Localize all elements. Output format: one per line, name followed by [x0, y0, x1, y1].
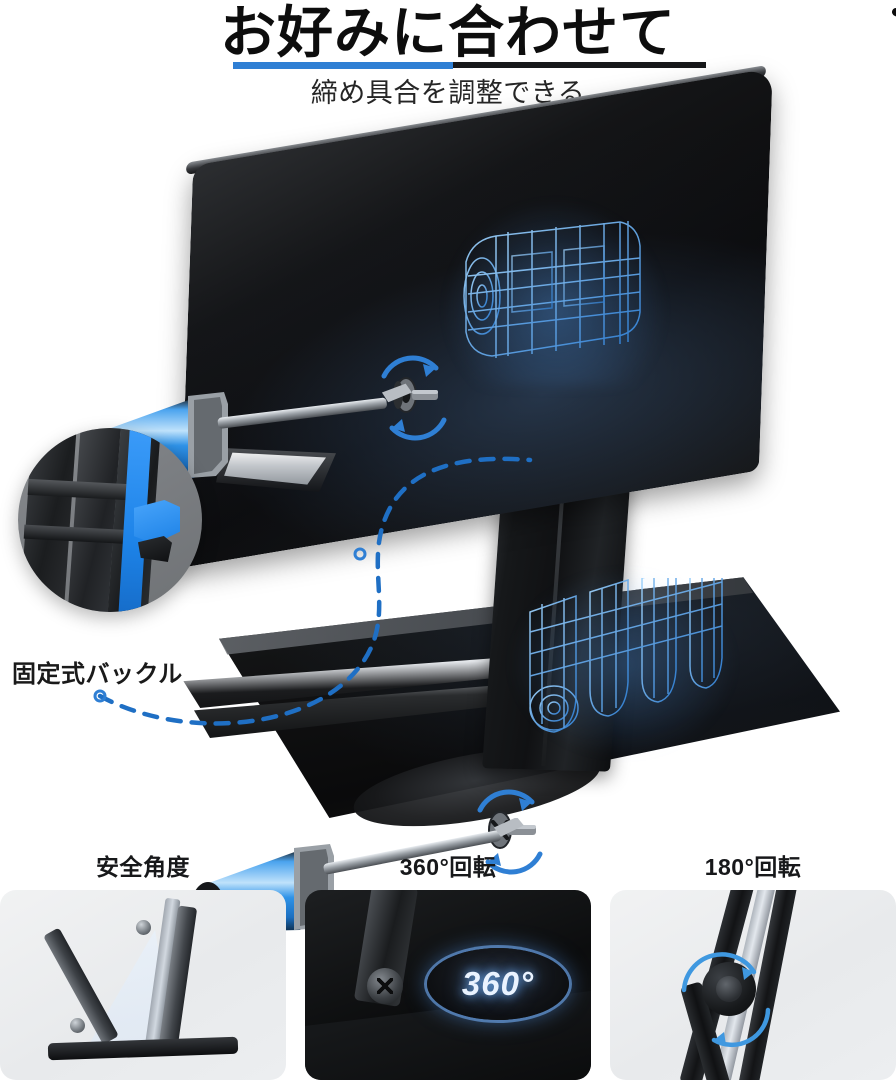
- headline-wrapper: お好みに合わせて: [0, 2, 896, 64]
- feature-panels-section: 安全角度 360°回転 360° 180°回転: [0, 852, 896, 1080]
- feature-thumb-safe-angle: [0, 890, 286, 1080]
- feature-label-safe-angle: 安全角度: [96, 854, 190, 880]
- buckle-highlight-tab: [134, 500, 180, 544]
- stand-joint-bottom-icon: [70, 1018, 85, 1033]
- title-underline-blue: [233, 62, 453, 69]
- stand-foot-bar: [47, 1036, 239, 1061]
- swash-accent-icon: [892, 8, 896, 17]
- rotation-arrows-base-icon: [477, 789, 543, 875]
- title-underline-dark: [453, 62, 706, 68]
- buckle-detail-inset: [18, 428, 202, 612]
- rotation-arrows-top-icon: [381, 355, 447, 441]
- feature-thumb-180-rotation: [610, 890, 896, 1080]
- page-title: お好みに合わせて: [220, 1, 676, 64]
- feature-panel-360-rotation: 360°回転 360°: [305, 852, 591, 1080]
- hinge-rotation-arrows-icon: [681, 952, 771, 1048]
- hero-product-image: 固定式バックル: [0, 65, 896, 934]
- callout-connector-line: [93, 456, 533, 726]
- feature-thumb-360-rotation: 360°: [305, 890, 591, 1080]
- buckle-detail-label: 固定式バックル: [12, 661, 183, 688]
- feature-panel-safe-angle: 安全角度: [0, 852, 286, 1080]
- pivot-screw-icon: [367, 968, 403, 1004]
- rotation-badge-ring: [427, 948, 569, 1020]
- stand-joint-top-icon: [136, 920, 151, 935]
- feature-panel-180-rotation: 180°回転: [610, 852, 896, 1080]
- header-section: お好みに合わせて 締め具合を調整できる: [0, 0, 896, 118]
- feature-label-360-rotation: 360°回転: [399, 854, 497, 880]
- inset-frame-bar-left: [19, 428, 77, 612]
- rotation-badge-text: 360°: [461, 965, 535, 1002]
- feature-label-180-rotation: 180°回転: [704, 854, 802, 880]
